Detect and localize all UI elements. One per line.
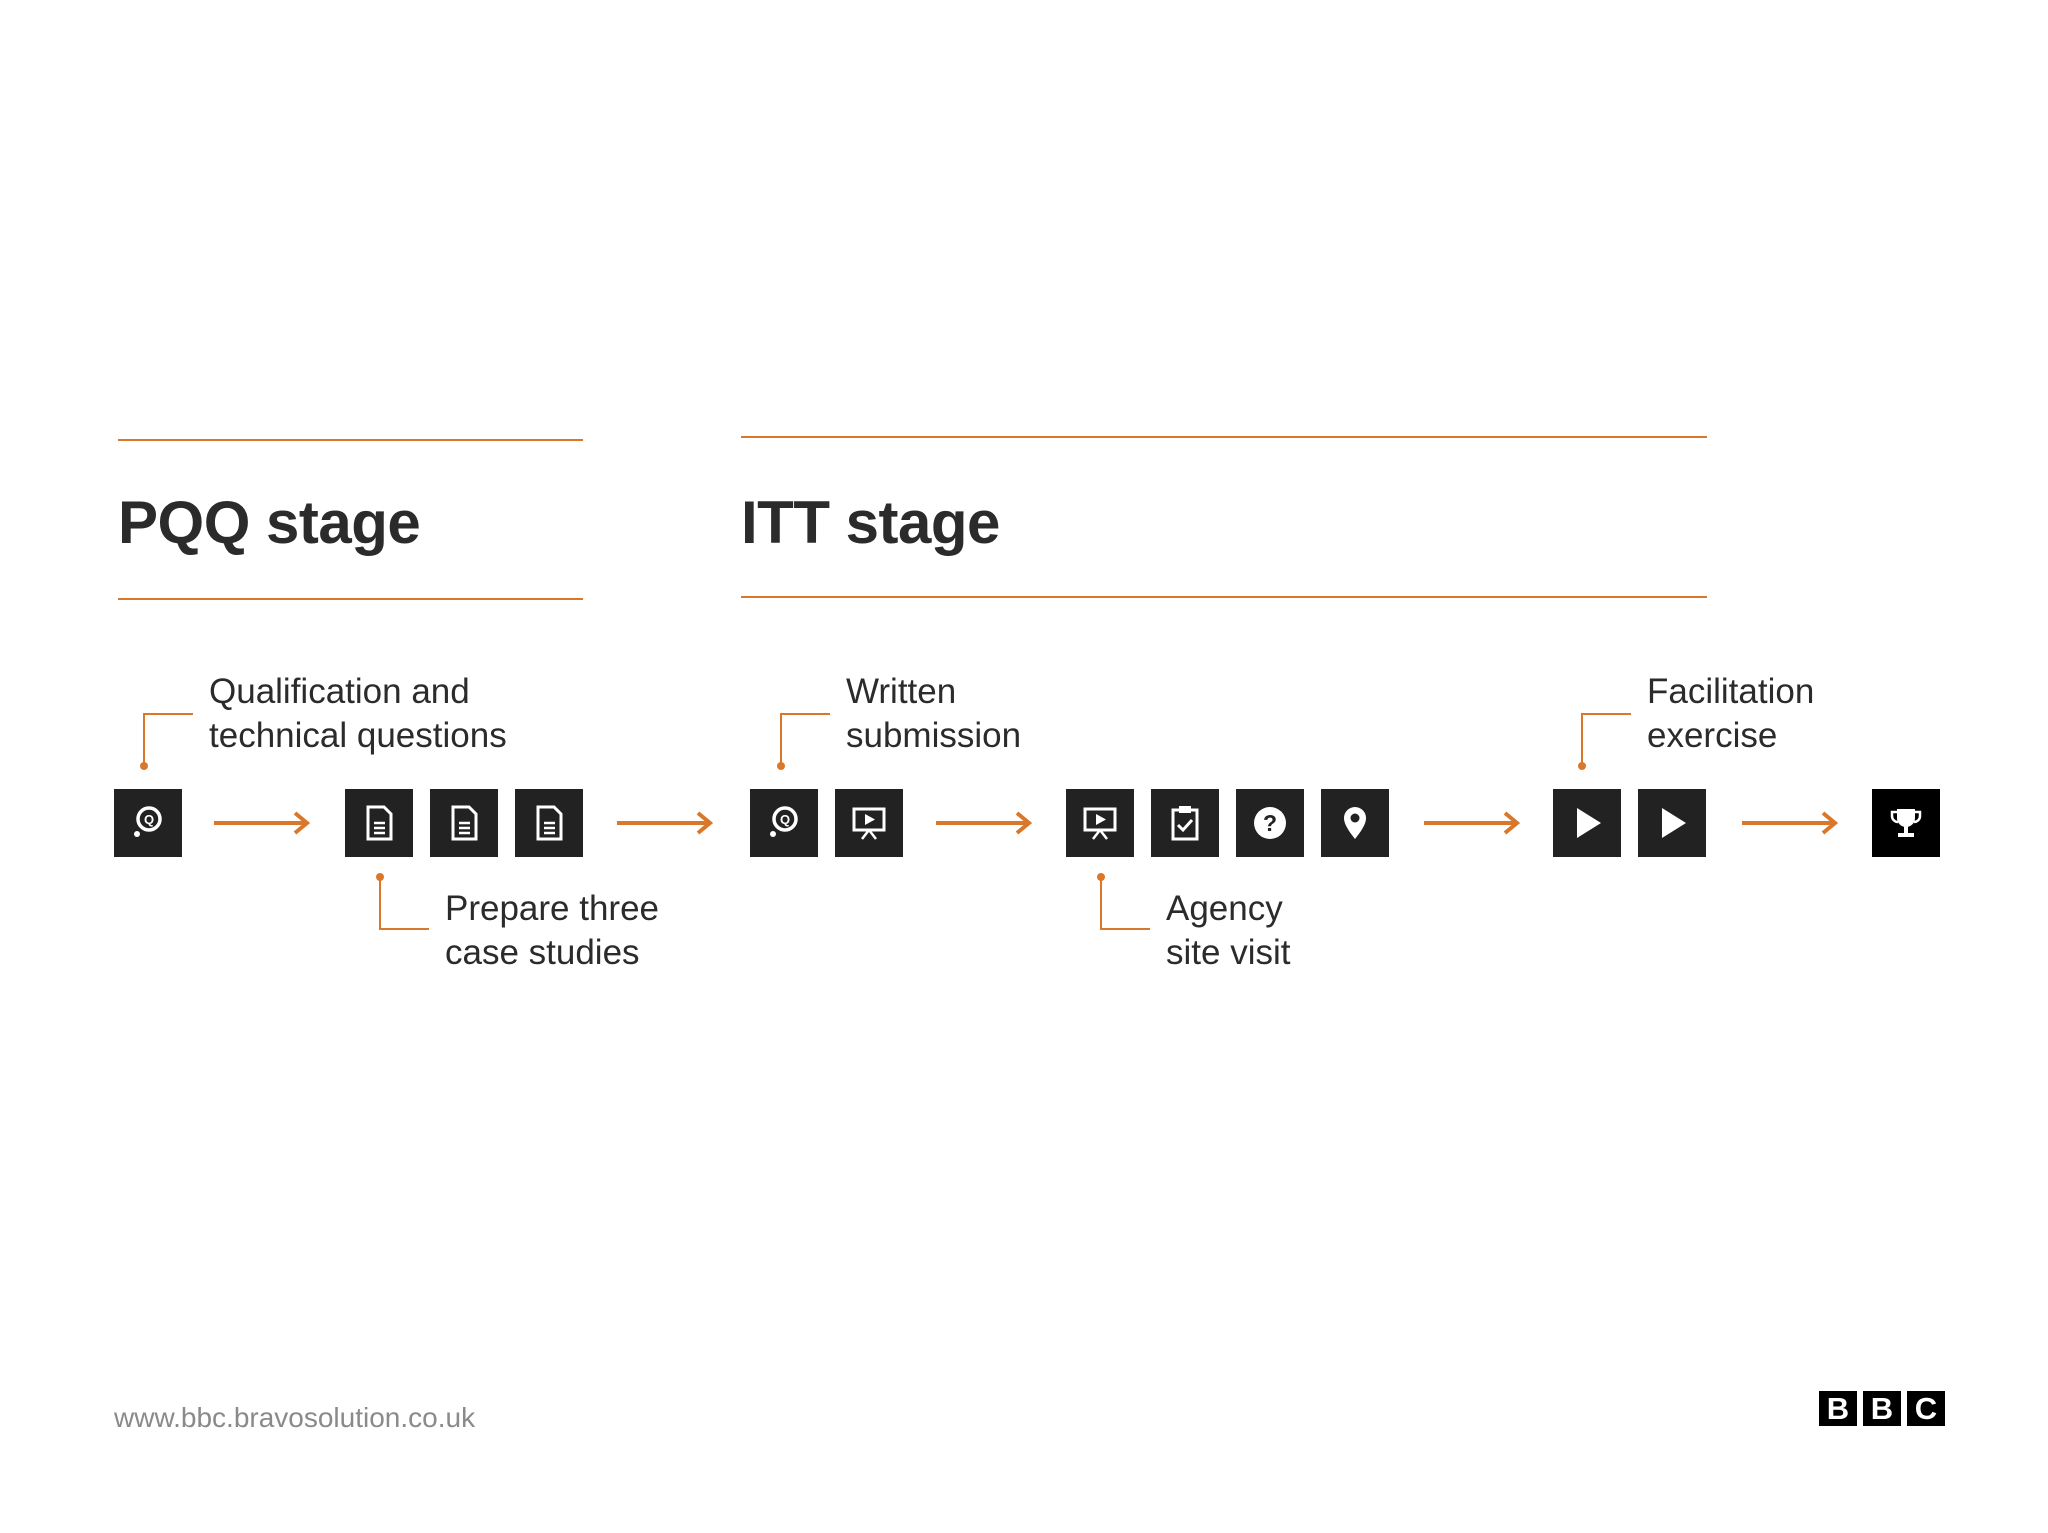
bbc-logo: B B C xyxy=(1819,1391,1945,1426)
svg-text:Q: Q xyxy=(780,812,790,827)
bbc-logo-block: C xyxy=(1907,1391,1945,1426)
qualification-label-line2: technical questions xyxy=(209,716,507,755)
qualification-label-line1: Qualification and xyxy=(209,672,470,711)
case-studies-label: Prepare three case studies xyxy=(445,887,659,975)
document-icon xyxy=(345,789,413,857)
facilitation-label-line2: exercise xyxy=(1647,716,1778,755)
written-submission-label: Written submission xyxy=(846,670,1021,758)
agency-visit-label: Agency site visit xyxy=(1166,887,1290,975)
footer-url[interactable]: www.bbc.bravosolution.co.uk xyxy=(114,1402,476,1433)
presentation-icon xyxy=(1066,789,1134,857)
document-icon xyxy=(515,789,583,857)
case-studies-connector xyxy=(376,873,429,930)
agency-visit-connector xyxy=(1097,873,1150,930)
agency-visit-label-line1: Agency xyxy=(1166,889,1283,928)
svg-text:?: ? xyxy=(1263,810,1277,836)
facilitation-connector xyxy=(1578,713,1631,770)
flow-arrow-3 xyxy=(936,811,1033,835)
itt-top-rule xyxy=(741,436,1707,438)
bbc-logo-block: B xyxy=(1819,1391,1857,1426)
written-submission-label-line1: Written xyxy=(846,672,957,711)
flow-arrow-5 xyxy=(1742,811,1839,835)
presentation-icon xyxy=(835,789,903,857)
case-studies-label-line2: case studies xyxy=(445,933,640,972)
facilitation-label: Facilitation exercise xyxy=(1647,670,1814,758)
play-icon xyxy=(1553,789,1621,857)
trophy-icon xyxy=(1872,789,1940,857)
qualification-label: Qualification and technical questions xyxy=(209,670,507,758)
itt-stage-title: ITT stage xyxy=(741,489,1000,556)
clipboard-check-icon xyxy=(1151,789,1219,857)
question-bubble-icon: Q xyxy=(750,789,818,857)
play-icon xyxy=(1638,789,1706,857)
flow-arrow-2 xyxy=(617,811,714,835)
svg-text:Q: Q xyxy=(144,812,154,827)
written-submission-connector xyxy=(777,713,830,770)
facilitation-label-line1: Facilitation xyxy=(1647,672,1815,711)
question-mark-icon: ? xyxy=(1236,789,1304,857)
flow-arrow-4 xyxy=(1424,811,1521,835)
itt-bottom-rule xyxy=(741,596,1707,598)
question-bubble-icon: Q xyxy=(114,789,182,857)
pqq-stage-title: PQQ stage xyxy=(118,489,421,556)
agency-visit-label-line2: site visit xyxy=(1166,933,1291,972)
pqq-top-rule xyxy=(118,439,583,441)
location-pin-icon xyxy=(1321,789,1389,857)
qualification-connector xyxy=(140,713,193,770)
case-studies-label-line1: Prepare three xyxy=(445,889,660,928)
pqq-bottom-rule xyxy=(118,598,583,600)
document-icon xyxy=(430,789,498,857)
written-submission-label-line2: submission xyxy=(846,716,1022,755)
flow-arrow-1 xyxy=(214,811,311,835)
bbc-logo-block: B xyxy=(1863,1391,1901,1426)
